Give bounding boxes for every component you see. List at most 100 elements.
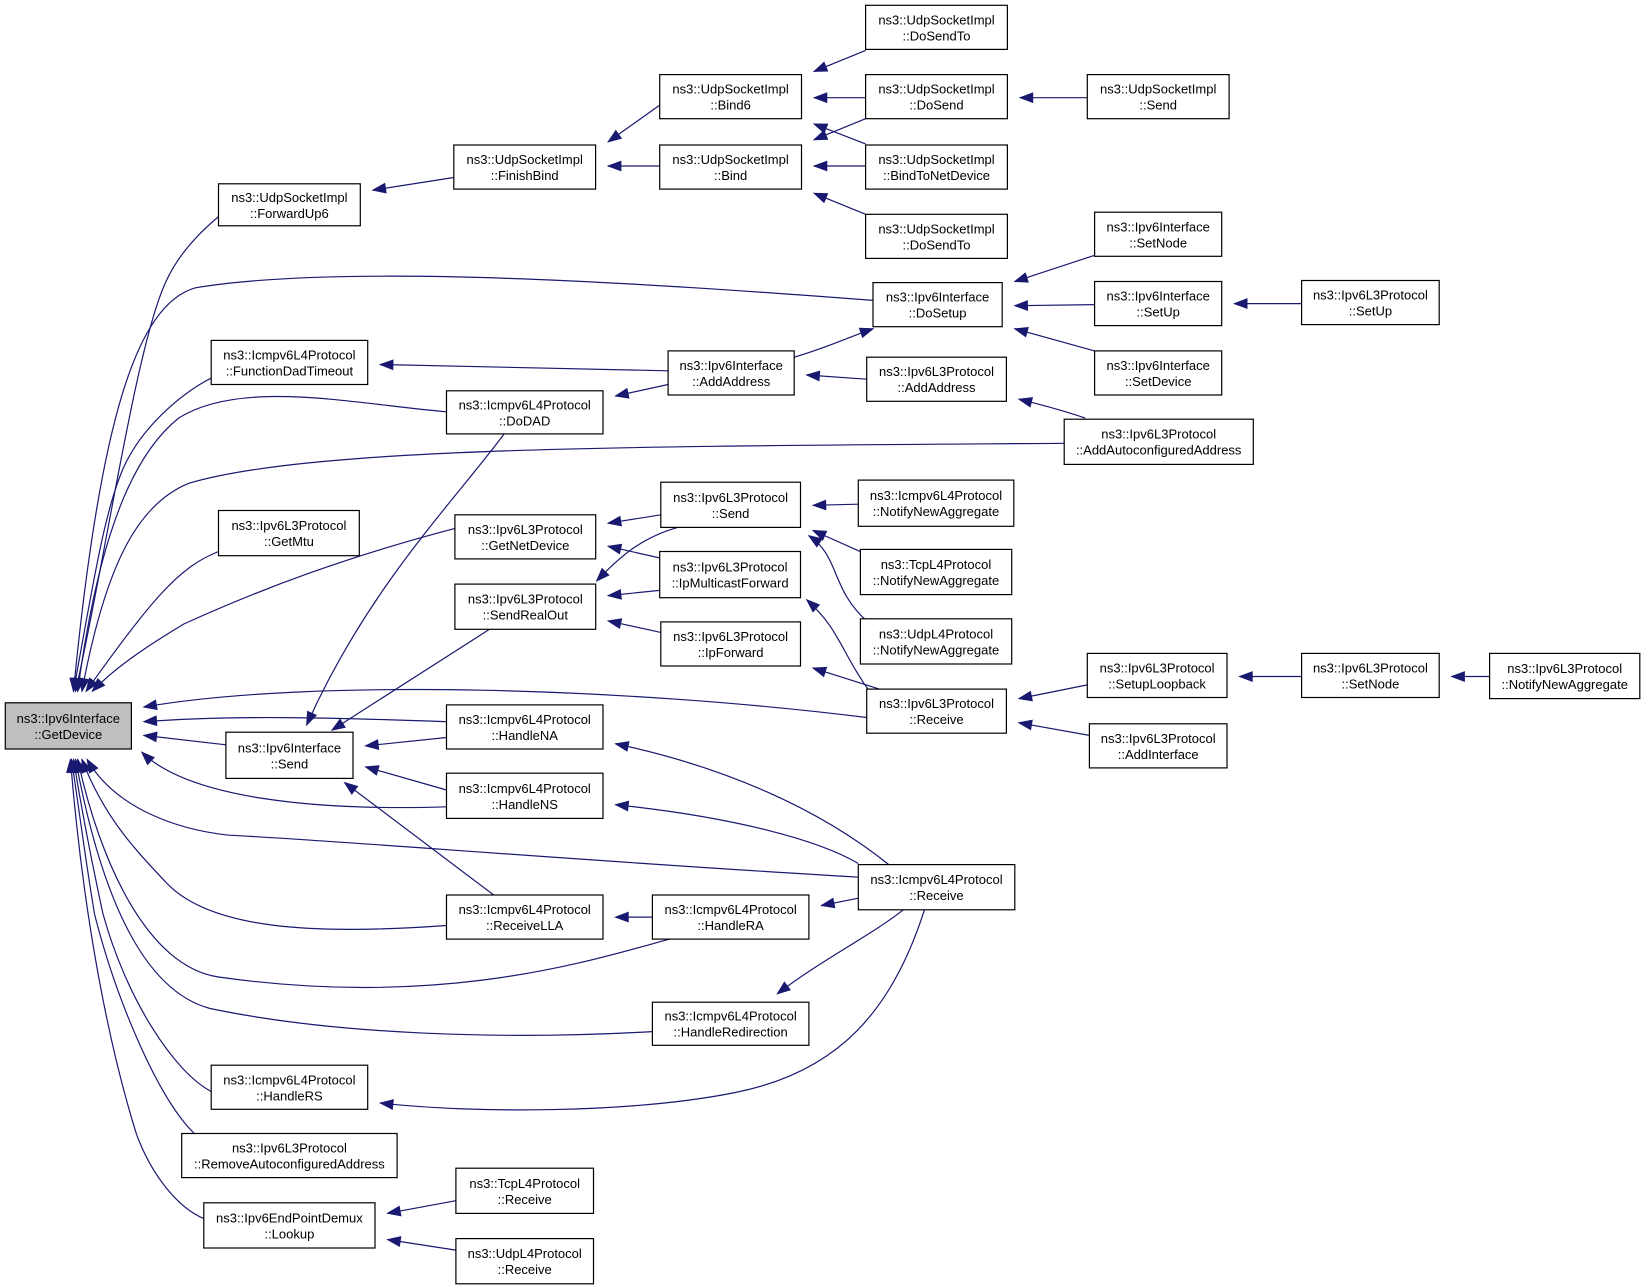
arrowhead-getnetdev-to-root [91, 678, 106, 693]
node-sendto2[interactable]: ns3::UdpSocketImpl::DoSendTo [864, 213, 1008, 260]
node-ipforward[interactable]: ns3::Ipv6L3Protocol::IpForward [660, 621, 802, 667]
node-box[interactable] [864, 213, 1008, 260]
node-bind[interactable]: ns3::UdpSocketImpl::Bind [659, 144, 803, 190]
node-root[interactable]: ns3::Ipv6Interface::GetDevice [4, 702, 132, 750]
node-box[interactable] [859, 618, 1013, 665]
node-box[interactable] [181, 1132, 398, 1179]
node-box[interactable] [1063, 418, 1254, 466]
node-box[interactable] [1300, 279, 1440, 326]
node-sendrealout[interactable]: ns3::Ipv6L3Protocol::SendRealOut [454, 583, 597, 630]
node-ifsetup[interactable]: ns3::Ipv6Interface::SetUp [1093, 280, 1223, 327]
node-redirect[interactable]: ns3::Icmpv6L4Protocol::HandleRedirection [651, 1001, 810, 1046]
node-box[interactable] [454, 583, 597, 630]
node-box[interactable] [217, 509, 360, 557]
node-dodad[interactable]: ns3::Icmpv6L4Protocol::DoDAD [445, 390, 604, 435]
node-sendto1[interactable]: ns3::UdpSocketImpl::DoSendTo [864, 4, 1008, 50]
node-box[interactable] [455, 1237, 595, 1285]
node-addiface[interactable]: ns3::Ipv6L3Protocol::AddInterface [1088, 723, 1228, 769]
node-box[interactable] [210, 339, 369, 386]
node-box[interactable] [667, 350, 795, 396]
node-box[interactable] [857, 479, 1015, 527]
node-loopback[interactable]: ns3::Ipv6L3Protocol::SetupLoopback [1086, 652, 1228, 699]
node-box[interactable] [1086, 73, 1230, 120]
node-handlera[interactable]: ns3::Icmpv6L4Protocol::HandleRA [651, 894, 810, 940]
node-udpsend[interactable]: ns3::UdpSocketImpl::Send [1086, 73, 1230, 120]
node-box[interactable] [1093, 280, 1223, 327]
node-box[interactable] [4, 702, 132, 750]
node-handlers[interactable]: ns3::Icmpv6L4Protocol::HandleRS [210, 1064, 369, 1110]
node-box[interactable] [210, 1064, 369, 1110]
node-bind6[interactable]: ns3::UdpSocketImpl::Bind6 [659, 73, 803, 120]
node-l3send[interactable]: ns3::Ipv6L3Protocol::Send [660, 481, 802, 529]
node-handlens[interactable]: ns3::Icmpv6L4Protocol::HandleNS [445, 772, 604, 820]
node-box[interactable] [1300, 652, 1440, 699]
node-box[interactable] [859, 548, 1013, 596]
node-l3agg[interactable]: ns3::Ipv6L3Protocol::NotifyNewAggregate [1488, 652, 1641, 700]
node-l3addaddr[interactable]: ns3::Ipv6L3Protocol::AddAddress [866, 356, 1008, 402]
node-box[interactable] [445, 772, 604, 820]
node-ifaddaddr[interactable]: ns3::Ipv6Interface::AddAddress [667, 350, 795, 396]
node-box[interactable] [453, 144, 597, 190]
node-box[interactable] [445, 390, 604, 435]
node-getmtu[interactable]: ns3::Ipv6L3Protocol::GetMtu [217, 509, 360, 557]
node-box[interactable] [1093, 350, 1223, 396]
node-lookup[interactable]: ns3::Ipv6EndPointDemux::Lookup [203, 1202, 376, 1249]
node-autoaddr[interactable]: ns3::Ipv6L3Protocol::AddAutoconfiguredAd… [1063, 418, 1254, 466]
node-box[interactable] [864, 73, 1008, 120]
node-setdevice[interactable]: ns3::Ipv6Interface::SetDevice [1093, 350, 1223, 396]
node-box[interactable] [217, 183, 361, 227]
node-box[interactable] [203, 1202, 376, 1249]
node-box[interactable] [1088, 723, 1228, 769]
node-box[interactable] [445, 704, 604, 750]
node-handlena[interactable]: ns3::Icmpv6L4Protocol::HandleNA [445, 704, 604, 750]
node-rmauto[interactable]: ns3::Ipv6L3Protocol::RemoveAutoconfigure… [181, 1132, 398, 1179]
node-icmprecv[interactable]: ns3::Icmpv6L4Protocol::Receive [857, 863, 1016, 911]
node-box[interactable] [659, 550, 802, 599]
node-tcprecv[interactable]: ns3::TcpL4Protocol::Receive [455, 1167, 595, 1214]
node-label-method: ::HandleRS [256, 1088, 323, 1103]
node-ipmcast[interactable]: ns3::Ipv6L3Protocol::IpMulticastForward [659, 550, 802, 599]
node-box[interactable] [445, 894, 604, 940]
node-box[interactable] [872, 282, 1003, 328]
node-dosend[interactable]: ns3::UdpSocketImpl::DoSend [864, 73, 1008, 120]
node-box[interactable] [864, 144, 1008, 190]
node-box[interactable] [225, 731, 354, 780]
node-dosetup[interactable]: ns3::Ipv6Interface::DoSetup [872, 282, 1003, 328]
node-box[interactable] [660, 621, 802, 667]
node-box[interactable] [1086, 652, 1228, 699]
node-getnetdev[interactable]: ns3::Ipv6L3Protocol::GetNetDevice [454, 514, 597, 560]
node-box[interactable] [866, 688, 1008, 734]
node-box[interactable] [651, 894, 810, 940]
node-box[interactable] [454, 514, 597, 560]
node-box[interactable] [659, 73, 803, 120]
node-setnode1[interactable]: ns3::Ipv6Interface::SetNode [1093, 211, 1223, 257]
node-ifsend[interactable]: ns3::Ipv6Interface::Send [225, 731, 354, 780]
node-dadtimeout[interactable]: ns3::Icmpv6L4Protocol::FunctionDadTimeou… [210, 339, 369, 386]
node-label-class: ns3::UdpL4Protocol [879, 626, 993, 641]
node-label-method: ::FinishBind [491, 168, 559, 183]
node-l3setup[interactable]: ns3::Ipv6L3Protocol::SetUp [1300, 279, 1440, 326]
node-tcpagg[interactable]: ns3::TcpL4Protocol::NotifyNewAggregate [859, 548, 1013, 596]
arrowhead-l3receive-to-ipforward [811, 666, 828, 678]
node-bindnet[interactable]: ns3::UdpSocketImpl::BindToNetDevice [864, 144, 1008, 190]
node-label-class: ns3::Ipv6L3Protocol [1101, 731, 1216, 746]
node-box[interactable] [1488, 652, 1641, 700]
node-box[interactable] [1093, 211, 1223, 257]
node-box[interactable] [651, 1001, 810, 1046]
node-box[interactable] [455, 1167, 595, 1214]
node-l3receive[interactable]: ns3::Ipv6L3Protocol::Receive [866, 688, 1008, 734]
edge-udpagg-to-l3send [808, 535, 869, 623]
node-l3setnode[interactable]: ns3::Ipv6L3Protocol::SetNode [1300, 652, 1440, 699]
node-recvlla[interactable]: ns3::Icmpv6L4Protocol::ReceiveLLA [445, 894, 604, 940]
node-udprecv[interactable]: ns3::UdpL4Protocol::Receive [455, 1237, 595, 1285]
node-box[interactable] [866, 356, 1008, 402]
node-icmpagg[interactable]: ns3::Icmpv6L4Protocol::NotifyNewAggregat… [857, 479, 1015, 527]
arrowhead-udpagg-to-l3send [807, 535, 823, 548]
node-box[interactable] [857, 863, 1016, 911]
node-fwd6[interactable]: ns3::UdpSocketImpl::ForwardUp6 [217, 183, 361, 227]
node-finish[interactable]: ns3::UdpSocketImpl::FinishBind [453, 144, 597, 190]
node-box[interactable] [864, 4, 1008, 50]
node-udpagg[interactable]: ns3::UdpL4Protocol::NotifyNewAggregate [859, 618, 1013, 665]
node-box[interactable] [660, 481, 802, 529]
node-box[interactable] [659, 144, 803, 190]
